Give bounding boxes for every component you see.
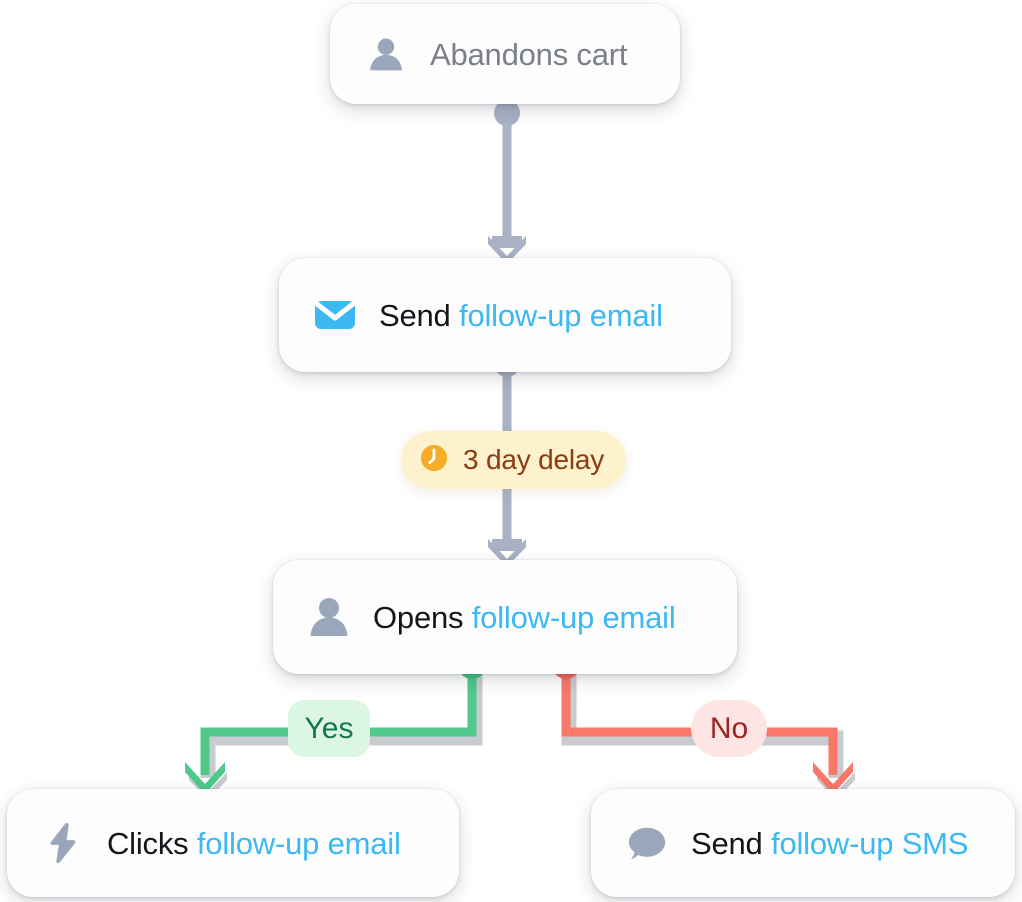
node-abandons-cart[interactable]: Abandons cart <box>330 4 680 104</box>
node-label: Opens follow-up email <box>373 602 676 633</box>
node-label: Send follow-up email <box>379 300 663 331</box>
clock-icon <box>419 443 449 478</box>
node-label: Send follow-up SMS <box>691 828 968 859</box>
node-label-lead: Send <box>691 825 763 861</box>
node-label-accent: follow-up SMS <box>771 825 969 861</box>
node-label: Clicks follow-up email <box>107 828 401 859</box>
node-label-lead: Opens <box>373 599 464 635</box>
connector-delay-to-opens-email <box>488 487 526 567</box>
node-opens-follow-up-email[interactable]: Opens follow-up email <box>273 560 737 674</box>
node-label-lead: Clicks <box>107 825 189 861</box>
branch-no-text: No <box>709 711 749 745</box>
connector-abandons-to-send-email <box>488 100 526 264</box>
lightning-bolt-icon <box>41 821 85 865</box>
branch-label-yes[interactable]: Yes <box>288 700 370 757</box>
envelope-icon <box>313 293 357 337</box>
person-icon <box>364 32 408 76</box>
node-label-accent: follow-up email <box>459 297 663 333</box>
speech-bubble-icon <box>625 821 669 865</box>
person-icon <box>307 595 351 639</box>
delay-badge[interactable]: 3 day delay <box>401 431 627 489</box>
node-label-lead: Abandons cart <box>430 36 628 72</box>
branch-label-no[interactable]: No <box>691 700 767 757</box>
node-label-lead: Send <box>379 297 451 333</box>
node-label-accent: follow-up email <box>196 825 401 861</box>
node-label-accent: follow-up email <box>471 599 676 635</box>
branch-yes-text: Yes <box>304 711 354 745</box>
delay-label: 3 day delay <box>463 444 605 475</box>
node-label: Abandons cart <box>430 36 628 72</box>
node-clicks-follow-up-email[interactable]: Clicks follow-up email <box>7 789 459 897</box>
node-send-follow-up-email[interactable]: Send follow-up email <box>279 258 731 372</box>
node-send-follow-up-sms[interactable]: Send follow-up SMS <box>591 789 1015 897</box>
